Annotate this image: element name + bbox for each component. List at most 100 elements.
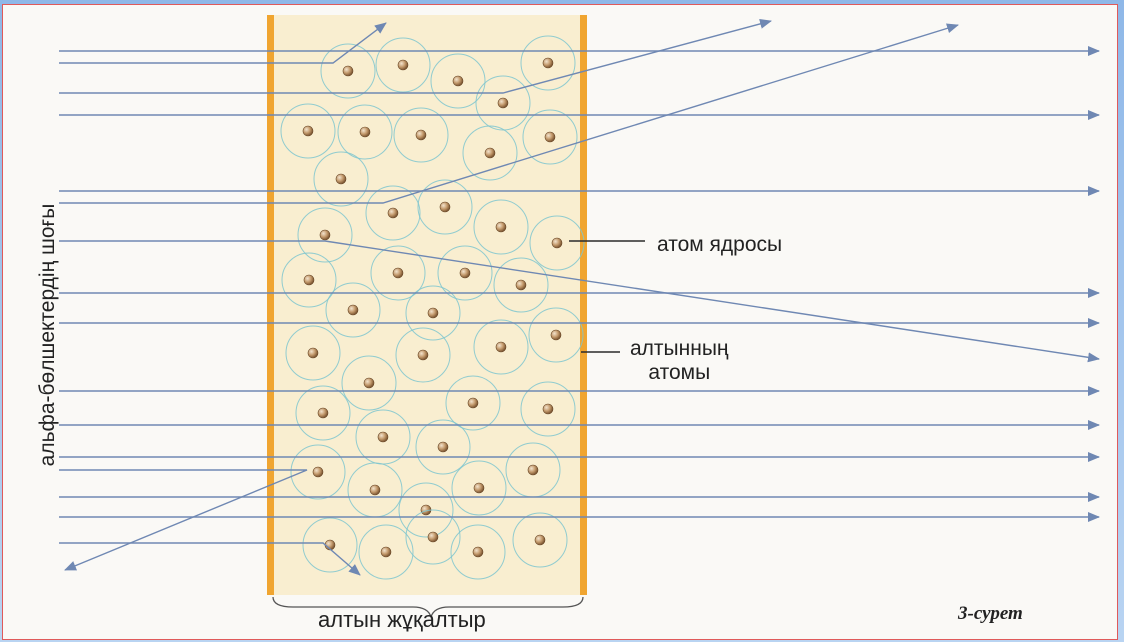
atom-nucleus: [380, 546, 392, 558]
atom-nucleus: [303, 274, 315, 286]
gold-atom: [475, 75, 531, 131]
atom-nucleus: [534, 534, 546, 546]
atom-shell: [280, 103, 336, 159]
gold-atom: [341, 355, 397, 411]
gold-atom: [393, 107, 449, 163]
alpha-ray: [59, 23, 959, 204]
gold-atom: [520, 381, 576, 437]
gold-atom: [281, 252, 337, 308]
atom-nucleus: [473, 482, 485, 494]
gold-atom: [405, 285, 461, 341]
atom-shell: [395, 327, 451, 383]
atom-shell: [528, 307, 584, 363]
atom-nucleus: [484, 147, 496, 159]
atom-shell: [341, 355, 397, 411]
gold-atom: [405, 509, 461, 565]
atom-shell: [295, 385, 351, 441]
gold-atom: [313, 151, 369, 207]
rutherford-scattering-diagram: [59, 15, 1100, 620]
gold-atom-label: алтынның атомы: [630, 337, 729, 385]
atom-nucleus: [397, 59, 409, 71]
atom-shell: [370, 245, 426, 301]
atom-nucleus: [302, 125, 314, 137]
atom-nucleus: [439, 201, 451, 213]
atom-shell: [398, 482, 454, 538]
atom-nucleus: [459, 267, 471, 279]
atom-shell: [358, 524, 414, 580]
foil-right-edge: [580, 15, 587, 595]
atom-nucleus: [347, 304, 359, 316]
gold-atom: [285, 325, 341, 381]
figure-caption: 3-сурет: [958, 603, 1023, 624]
atom-shell: [405, 285, 461, 341]
atom-nucleus: [335, 173, 347, 185]
gold-atom: [473, 199, 529, 255]
atom-nucleus: [472, 546, 484, 558]
atom-shell: [393, 107, 449, 163]
atom-nucleus: [415, 129, 427, 141]
atom-nucleus: [342, 65, 354, 77]
atom-shell: [297, 207, 353, 263]
gold-atoms: [280, 35, 585, 580]
gold-atom: [375, 37, 431, 93]
alpha-beam-label: альфа-бөлшектердің шоғы: [36, 203, 59, 467]
atom-nucleus: [387, 207, 399, 219]
gold-atom: [450, 524, 506, 580]
atom-shell: [290, 444, 346, 500]
atom-shell: [450, 524, 506, 580]
atom-shell: [512, 512, 568, 568]
atom-nucleus: [363, 377, 375, 389]
atom-nucleus: [307, 347, 319, 359]
gold-atom: [280, 103, 336, 159]
alpha-ray: [59, 542, 361, 576]
figure-frame: атом ядросы алтынның атомы алтын жұқалты…: [2, 4, 1118, 640]
atom-shell: [437, 245, 493, 301]
gold-atom: [417, 179, 473, 235]
foil-brace: [272, 596, 584, 620]
atom-nucleus: [495, 221, 507, 233]
atom-shell: [415, 419, 471, 475]
gold-atom: [290, 444, 346, 500]
gold-atom: [473, 319, 529, 375]
gold-atom: [325, 282, 381, 338]
gold-atom: [520, 35, 576, 91]
atom-nucleus: [495, 341, 507, 353]
alpha-ray: [59, 240, 1100, 363]
gold-atom: [297, 207, 353, 263]
gold-atom: [522, 109, 578, 165]
atom-shell: [375, 37, 431, 93]
gold-atom: [493, 257, 549, 313]
gold-atom: [430, 53, 486, 109]
foil-left-edge: [267, 15, 274, 595]
gold-atom: [528, 307, 584, 363]
gold-atom: [295, 385, 351, 441]
atom-shell: [445, 375, 501, 431]
atom-shell: [473, 199, 529, 255]
atom-nucleus: [515, 279, 527, 291]
atom-shell: [451, 460, 507, 516]
gold-atom: [365, 185, 421, 241]
alpha-ray: [59, 22, 387, 64]
atom-shell: [417, 179, 473, 235]
atom-nucleus: [377, 431, 389, 443]
atom-shell: [325, 282, 381, 338]
gold-foil-label: алтын жұқалтыр: [318, 607, 486, 632]
atom-nucleus: [550, 329, 562, 341]
gold-atom: [462, 125, 518, 181]
atom-nucleus: [427, 531, 439, 543]
atom-nucleus: [452, 75, 464, 87]
alpha-particle-rays: [59, 19, 1100, 576]
atom-nucleus: [542, 57, 554, 69]
gold-atom: [451, 460, 507, 516]
gold-atom-label-line2: атомы: [648, 361, 711, 385]
atom-nucleus: [497, 97, 509, 109]
gold-atom: [398, 482, 454, 538]
atom-shell: [475, 75, 531, 131]
atom-shell: [473, 319, 529, 375]
gold-atom: [370, 245, 426, 301]
atom-shell: [520, 381, 576, 437]
atom-nucleus: [369, 484, 381, 496]
atom-shell: [462, 125, 518, 181]
atom-shell: [365, 185, 421, 241]
atom-shell: [493, 257, 549, 313]
